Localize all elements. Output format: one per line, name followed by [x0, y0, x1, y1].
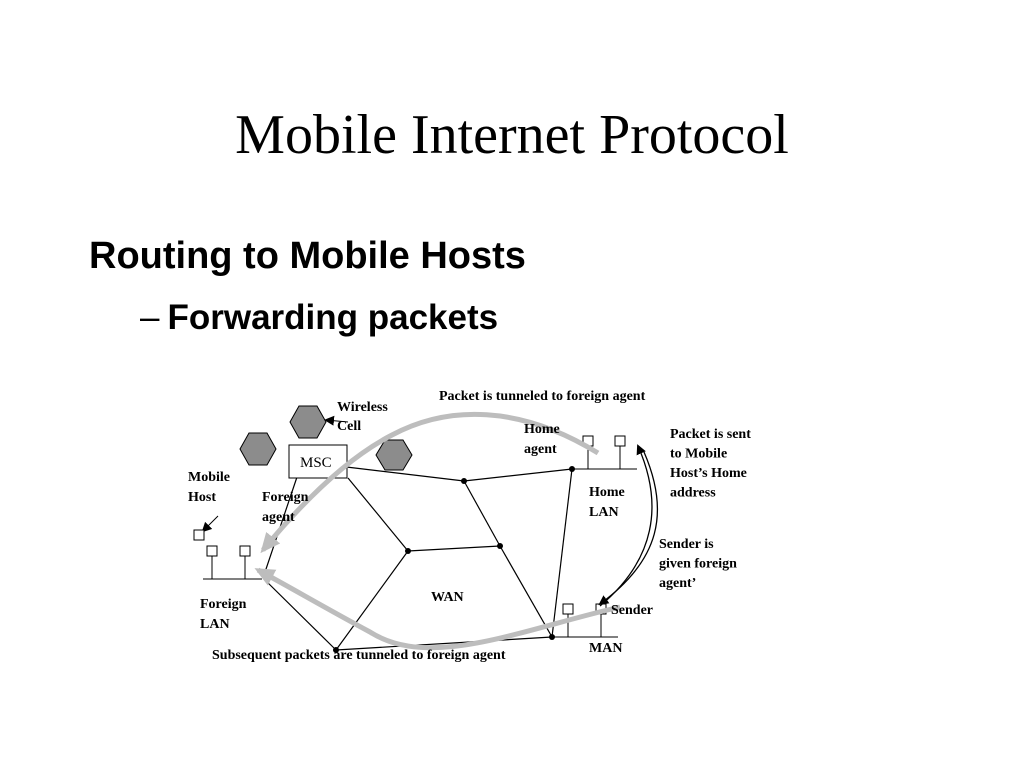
given-annotation-line: agent’	[659, 576, 696, 591]
man-computer-icon	[562, 603, 574, 615]
man-network	[552, 603, 618, 638]
router-node	[497, 543, 503, 549]
subsequent-annotation: Subsequent packets are tunneled to forei…	[212, 648, 506, 663]
link	[499, 545, 553, 638]
wireless-label-line: Cell	[337, 419, 361, 434]
msc-label: MSC	[300, 455, 332, 471]
tunneled-annotation: Packet is tunneled to foreign agent	[439, 389, 646, 404]
given-annotation-line: Sender is	[659, 537, 714, 552]
bullet-routing: Routing to Mobile Hosts	[89, 235, 526, 277]
hexagon-cell-icon	[239, 432, 277, 466]
man-label: MAN	[589, 641, 622, 656]
tunnel-arrow-icon	[260, 411, 600, 554]
wireless-label-line: Wireless	[337, 400, 388, 415]
home-agent-label-line: Home	[524, 422, 560, 437]
hexagon-cell-icon	[289, 405, 327, 439]
home-computer-icon	[614, 435, 626, 447]
router-node	[405, 548, 411, 554]
home-lan-label-line: LAN	[589, 505, 619, 520]
given-annotation-line: given foreign	[659, 557, 737, 572]
link	[335, 636, 553, 651]
link	[337, 465, 465, 482]
foreign-lan-label-line: LAN	[200, 617, 230, 632]
link	[407, 545, 501, 552]
home-agent-label-line: agent	[524, 442, 557, 457]
home-agent-label: Home agent	[524, 422, 560, 457]
link	[463, 480, 501, 547]
router-nodes	[333, 466, 575, 653]
given-annotation: Sender is given foreign agent’	[659, 537, 737, 591]
router-node	[461, 478, 467, 484]
computer-icon	[206, 545, 218, 557]
foreign-agent-icon	[239, 545, 251, 557]
wireless-cell-pointer-icon	[324, 415, 349, 426]
wan-label: WAN	[431, 590, 464, 605]
wireless-cells	[239, 405, 413, 471]
home-lan	[571, 435, 637, 470]
mobile-host-label-line: Host	[188, 490, 216, 505]
foreign-agent-reply-arrow-icon	[598, 451, 659, 606]
link	[262, 577, 337, 651]
slide-title: Mobile Internet Protocol	[235, 104, 789, 166]
sender-label: Sender	[611, 603, 653, 618]
foreign-agent-label-line: agent	[262, 510, 295, 525]
sub-bullet-text: Forwarding packets	[167, 298, 499, 337]
foreign-agent-label: Foreign agent	[262, 490, 309, 525]
hexagon-cell-icon	[375, 439, 413, 471]
sent-annotation-line: Packet is sent	[670, 427, 751, 442]
foreign-agent-label-line: Foreign	[262, 490, 309, 505]
foreign-lan	[193, 529, 262, 580]
sent-annotation-line: address	[670, 486, 716, 501]
link	[335, 550, 409, 651]
mobile-host-label-line: Mobile	[188, 470, 230, 485]
foreign-lan-label-line: Foreign	[200, 597, 247, 612]
mobile-host-pointer-icon	[201, 515, 219, 533]
wan-links	[262, 465, 573, 651]
home-lan-label-line: Home	[589, 485, 625, 500]
sub-bullet-dash: –	[140, 298, 160, 337]
mobile-host-icon	[193, 529, 205, 541]
link	[347, 477, 409, 552]
subsequent-tunnel-arrow-icon	[254, 567, 621, 651]
sent-annotation-line: to Mobile	[670, 447, 727, 462]
link	[463, 468, 573, 482]
sent-annotation-line: Host’s Home	[670, 466, 747, 481]
sub-bullet-forwarding: –Forwarding packets	[140, 296, 498, 340]
link	[551, 468, 573, 638]
router-node	[333, 647, 339, 653]
